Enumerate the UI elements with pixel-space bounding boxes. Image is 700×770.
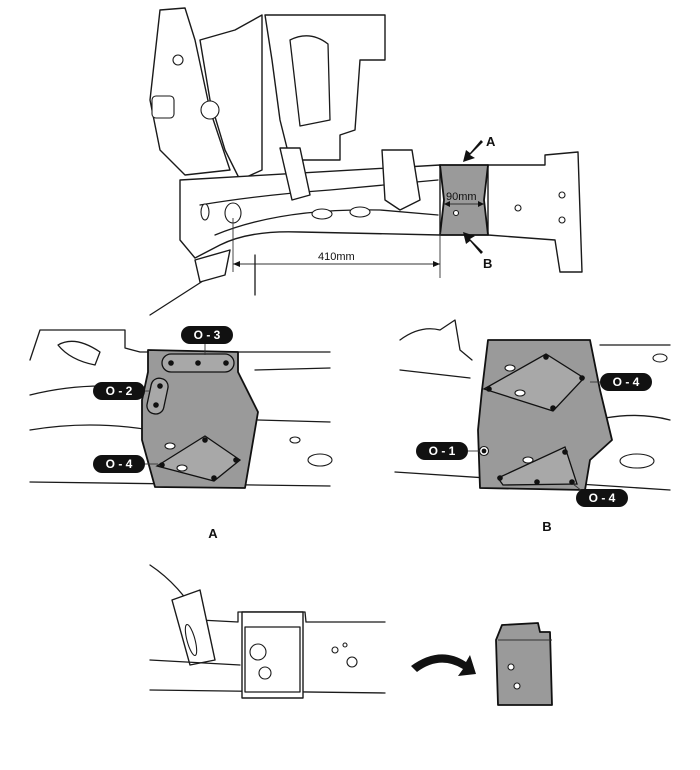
a-left-crease-2 [29, 424, 151, 431]
b-weld-spot [534, 479, 540, 485]
a-right-line [254, 367, 331, 371]
install-hole-1 [331, 646, 339, 654]
a-weld-spot [233, 457, 239, 463]
b-left-line [399, 369, 471, 379]
a-o2-label: O - 2 [106, 384, 133, 398]
b-weld-spot [550, 405, 556, 411]
a-section-hole [176, 464, 188, 472]
b-weld-spot [497, 475, 503, 481]
a-weld-spot [195, 360, 201, 366]
b-o4-top-badge [600, 373, 652, 391]
new-part-hole-1 [507, 663, 515, 671]
a-weld-spot [159, 462, 165, 468]
b-weld-spot-o1 [481, 448, 487, 454]
a-o4-badge [93, 455, 145, 473]
member-crease [199, 179, 439, 206]
a-weld-spot [223, 360, 229, 366]
b-weld-group-o4-bottom [497, 446, 578, 486]
install-bracket [171, 589, 216, 666]
b-weld-spot [486, 386, 492, 392]
small-hole [172, 54, 184, 66]
b-weld-spot [579, 375, 585, 381]
side-member [179, 164, 441, 259]
b-o4-top-label: O - 4 [613, 375, 640, 389]
a-weld-spot [157, 383, 163, 389]
installation-illustration [149, 564, 553, 706]
b-o4-bottom-label: O - 4 [589, 491, 616, 505]
a-o2-badge [93, 382, 145, 400]
panel-cutout [289, 35, 331, 127]
view-a-caption: A [208, 526, 218, 541]
b-weld-spot [543, 354, 549, 360]
b-section-hole [504, 364, 516, 372]
member-slot-1 [311, 208, 333, 220]
new-part [495, 622, 553, 706]
b-hole-right [619, 453, 655, 469]
installed-section-inner [244, 626, 301, 693]
install-slot [184, 623, 198, 657]
b-left-bracket [399, 319, 473, 361]
overview-illustration: 90mm 410mm A B [149, 7, 583, 316]
a-weld-group-o2 [146, 377, 169, 415]
member-slot-3 [200, 203, 210, 221]
installed-hole-2 [258, 666, 272, 680]
ext-hole-1 [558, 191, 566, 199]
view-a-label: A [486, 134, 496, 149]
a-right-line-2 [257, 419, 331, 423]
install-hole-3 [342, 642, 348, 648]
a-weld-spot [202, 437, 208, 443]
bracket-2 [279, 147, 311, 201]
detail-view-b: O - 4 O - 1 O - 4 B [394, 319, 671, 534]
mount-hole [200, 100, 220, 120]
a-o4-label: O - 4 [106, 457, 133, 471]
b-hole-small [652, 353, 668, 363]
view-a-arrow [463, 140, 483, 162]
ext-hole-2 [558, 216, 566, 224]
view-b-caption: B [542, 519, 551, 534]
view-b-arrow [463, 232, 483, 254]
section-hole [452, 209, 460, 217]
install-direction-arrow [411, 654, 476, 676]
b-right-crease [604, 414, 671, 421]
a-section-hole [164, 442, 176, 450]
a-weld-spot [211, 475, 217, 481]
installed-hole-1 [249, 643, 267, 661]
b-section-hole [522, 456, 534, 464]
a-hole-small [289, 436, 301, 444]
replacement-section [439, 164, 489, 236]
install-line [149, 659, 241, 666]
bracket [381, 149, 421, 211]
b-section-hole [514, 389, 526, 397]
view-b-label: B [483, 256, 492, 271]
dim-label-410: 410mm [318, 251, 355, 263]
installed-section [241, 611, 304, 699]
a-bracket [57, 340, 101, 366]
install-hole-2 [346, 656, 358, 668]
b-o4-bottom-leader [572, 483, 583, 492]
b-o4-bottom-badge [576, 489, 628, 507]
a-hole-right [307, 453, 333, 467]
b-weld-spot [562, 449, 568, 455]
a-weld-spot [168, 360, 174, 366]
ext-hole-3 [514, 204, 522, 212]
a-weld-spot [153, 402, 159, 408]
a-o3-label: O - 3 [194, 328, 221, 342]
b-o1-badge [416, 442, 468, 460]
detail-view-a: O - 3 O - 2 O - 4 A [29, 326, 333, 541]
dim-label-90: 90mm [446, 191, 477, 203]
front-extension [487, 151, 583, 273]
b-weld-spot [569, 479, 575, 485]
square-hole [151, 95, 175, 119]
inner-panel [264, 14, 386, 161]
b-o1-label: O - 1 [429, 444, 456, 458]
new-part-hole-2 [513, 682, 521, 690]
member-slot-2 [349, 206, 371, 218]
lower-bracket [194, 249, 231, 283]
a-o3-badge [181, 326, 233, 344]
